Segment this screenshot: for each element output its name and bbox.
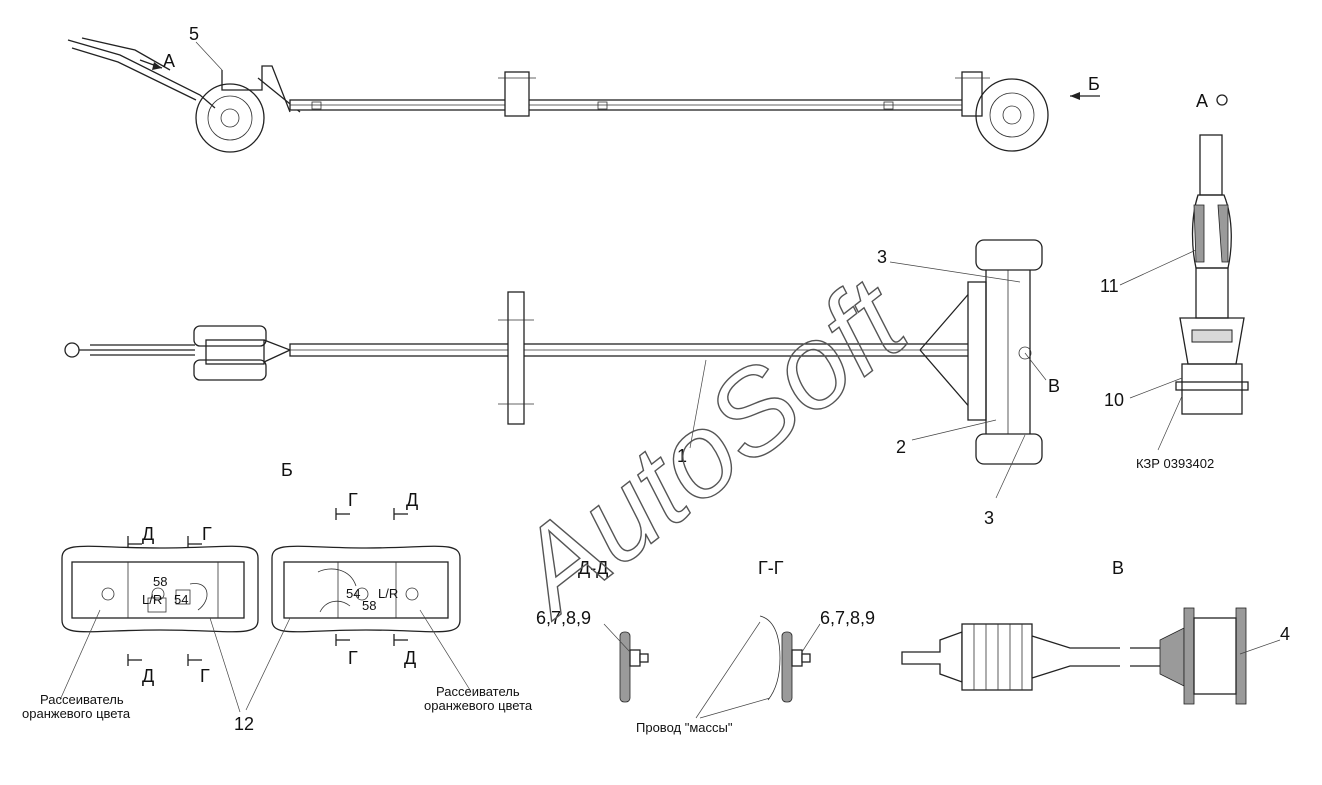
view-arrow-B-label: Б [1088, 74, 1100, 94]
view-V-connector [901, 607, 1281, 705]
callout-11: 11 [1100, 276, 1119, 296]
section-mark-G-upper-right: Г [348, 490, 358, 510]
lens-caption-right-2: оранжевого цвета [424, 698, 533, 713]
callout-12: 12 [234, 714, 254, 734]
section-mark-G-upper-left: Г [202, 524, 212, 544]
lens-caption-left-2: оранжевого цвета [22, 706, 131, 721]
ground-wire-caption: Провод "массы" [636, 720, 733, 735]
lens-caption-left-1: Рассеиватель [40, 692, 124, 707]
section-DD-title: Д-Д [578, 558, 608, 578]
view-V-title: В [1112, 558, 1124, 578]
plan-view [64, 239, 1047, 499]
lamp-right-mark-54: 54 [346, 586, 360, 601]
callout-3-top: 3 [877, 247, 887, 267]
view-A-title: А [1196, 91, 1208, 111]
lamp-left-mark-58: 58 [153, 574, 167, 589]
section-DD-parts: 6,7,8,9 [536, 608, 591, 628]
lamp-left-mark-54: 54 [174, 592, 188, 607]
section-GG-parts: 6,7,8,9 [820, 608, 875, 628]
lamp-right-mark-LR: L/R [378, 586, 398, 601]
callout-10: 10 [1104, 390, 1124, 410]
section-DD-drawing [603, 623, 649, 703]
lens-caption-right-1: Рассеиватель [436, 684, 520, 699]
section-mark-D-upper-left: Д [142, 524, 154, 544]
section-mark-D-upper-right: Д [406, 490, 418, 510]
lamp-left-mark-LR: L/R [142, 592, 162, 607]
left-lamp [59, 536, 259, 713]
section-GG-title: Г-Г [758, 558, 784, 578]
lamp-right-mark-58: 58 [362, 598, 376, 613]
section-mark-D-lower-left: Д [142, 666, 154, 686]
callout-1: 1 [677, 446, 687, 466]
callout-4: 4 [1280, 624, 1290, 644]
document-code: КЗР 0393402 [1136, 456, 1214, 471]
callout-3-bottom: 3 [984, 508, 994, 528]
view-arrow-A-label: А [163, 51, 175, 71]
callout-5: 5 [189, 24, 199, 44]
side-view [67, 37, 1100, 153]
section-mark-G-lower-left: Г [200, 666, 210, 686]
callout-V: В [1048, 376, 1060, 396]
watermark: AutoSoft [486, 253, 932, 642]
right-lamp [245, 508, 471, 711]
section-mark-G-lower-right: Г [348, 648, 358, 668]
callout-2: 2 [896, 437, 906, 457]
view-B-title: Б [281, 460, 293, 480]
view-A-hose [1119, 94, 1249, 451]
section-GG-drawing [695, 615, 821, 719]
section-mark-D-lower-right: Д [404, 648, 416, 668]
